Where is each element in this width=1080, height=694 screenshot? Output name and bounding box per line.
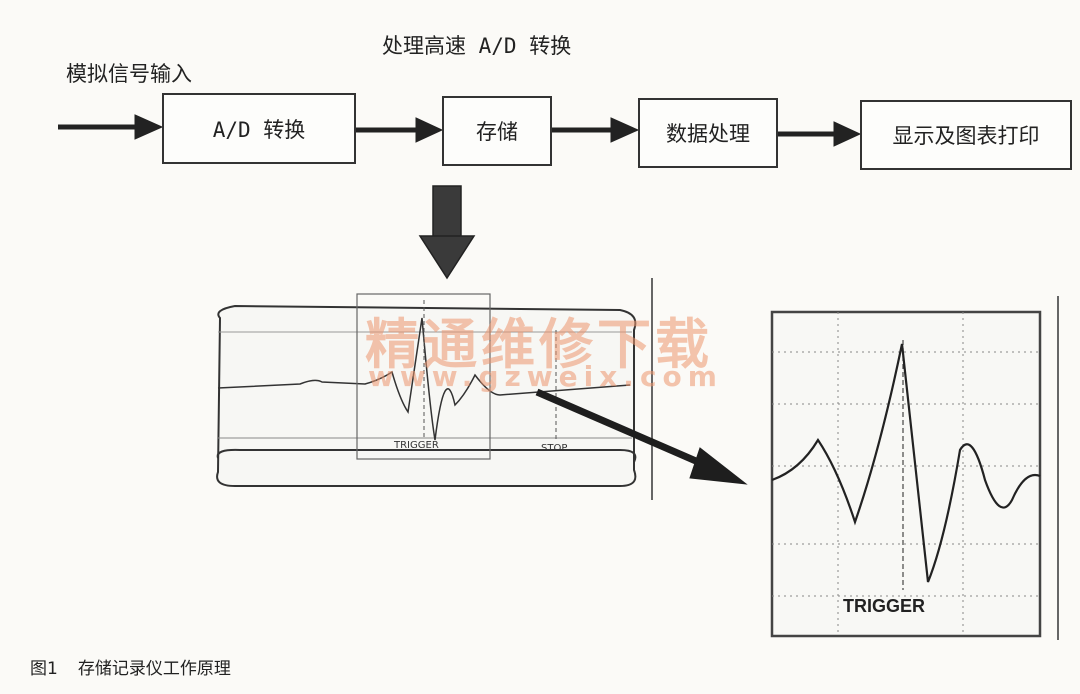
block-display-print: 显示及图表打印 xyxy=(860,100,1072,170)
watermark-url: www.gzweix.com xyxy=(368,360,723,393)
flow-arrows xyxy=(58,114,862,147)
caption-number: 图1 xyxy=(30,659,58,679)
caption-title: 存储记录仪工作原理 xyxy=(77,659,231,679)
block-ad-conversion: A/D 转换 xyxy=(162,93,356,164)
input-label: 模拟信号输入 xyxy=(66,62,192,86)
block-storage: 存储 xyxy=(442,96,552,166)
tape-trigger-label: TRIGGER xyxy=(394,440,439,451)
paper-tape xyxy=(216,293,637,487)
down-arrow xyxy=(418,185,476,280)
arrow-store-to-data xyxy=(552,117,640,143)
watermark-text: 精通维修下载 xyxy=(365,312,713,376)
arrow-ad-to-store xyxy=(356,117,444,143)
figure-caption: 图1 存储记录仪工作原理 xyxy=(30,654,231,679)
process-label: 处理高速 A/D 转换 xyxy=(382,34,572,58)
zoom-trigger-label: TRIGGER xyxy=(843,596,926,616)
zoom-window xyxy=(770,310,1042,638)
tape-stop-label: STOP xyxy=(541,443,568,454)
block-data-processing: 数据处理 xyxy=(638,98,778,168)
zoom-arrow xyxy=(535,388,748,485)
arrow-data-to-display xyxy=(778,121,862,147)
arrow-input-to-ad xyxy=(58,114,164,140)
